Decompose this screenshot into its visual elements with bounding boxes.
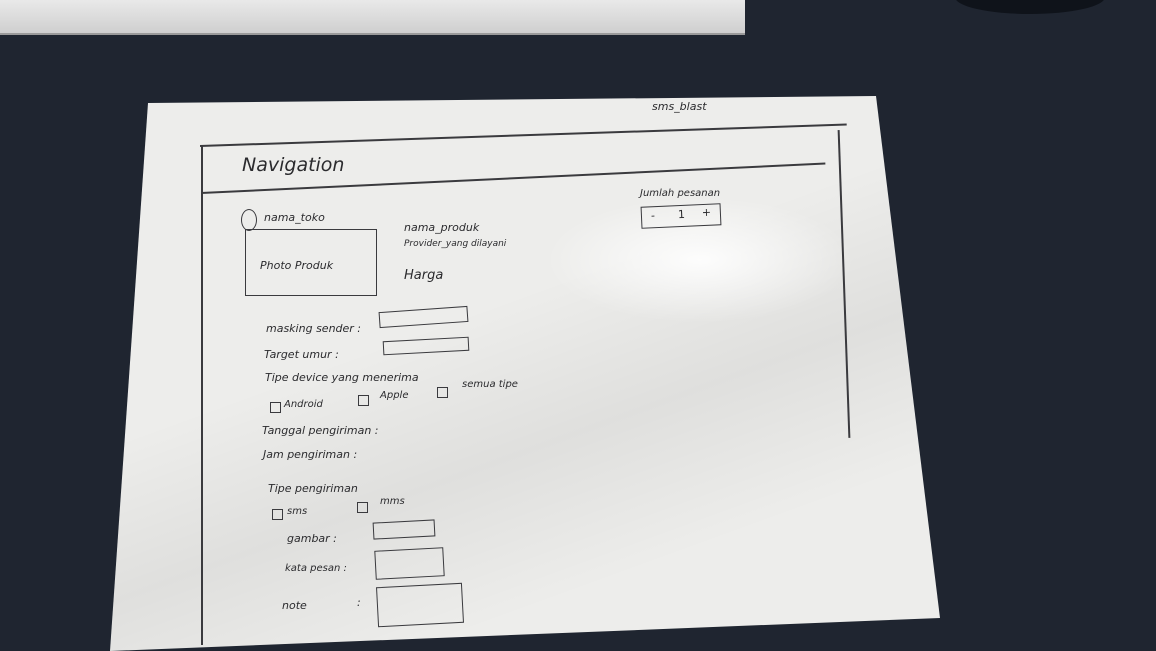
product-photo-label: Photo Produk <box>260 259 334 272</box>
target-umur-label: Target umur : <box>264 348 339 361</box>
store-avatar-icon <box>241 209 257 231</box>
apple-option-label: Apple <box>380 390 409 401</box>
android-checkbox[interactable] <box>270 402 281 413</box>
gambar-label: gambar : <box>287 532 337 545</box>
mms-option-label: mms <box>380 496 405 507</box>
note-colon: : <box>357 596 361 609</box>
device-type-label: Tipe device yang menerima <box>265 371 419 384</box>
quantity-value: 1 <box>677 207 686 222</box>
quantity-stepper[interactable]: - 1 + <box>640 203 722 229</box>
all-types-checkbox[interactable] <box>437 387 448 398</box>
sms-option-label: sms <box>287 506 308 517</box>
sms-checkbox[interactable] <box>272 509 283 520</box>
all-types-option-label: semua tipe <box>462 379 518 390</box>
product-provider: Provider_yang dilayani <box>404 239 507 249</box>
nav-title: Navigation <box>242 154 345 176</box>
decrement-button[interactable]: - <box>650 209 656 223</box>
kata-pesan-label: kata pesan : <box>285 563 347 574</box>
android-option-label: Android <box>284 399 323 410</box>
gambar-input[interactable] <box>372 519 436 540</box>
product-name: nama_produk <box>404 221 480 234</box>
tanggal-pengiriman-label: Tanggal pengiriman : <box>262 424 379 437</box>
kata-pesan-input[interactable] <box>374 547 445 580</box>
product-price: Harga <box>404 268 444 283</box>
apple-checkbox[interactable] <box>358 395 369 406</box>
order-quantity-label: Jumlah pesanan <box>640 188 721 199</box>
note-label: note <box>282 599 307 612</box>
mms-checkbox[interactable] <box>357 502 368 513</box>
note-input[interactable] <box>376 582 464 628</box>
product-photo <box>245 229 377 296</box>
increment-button[interactable]: + <box>701 205 712 220</box>
mouse-object <box>955 0 1105 14</box>
store-name: nama_toko <box>264 211 325 224</box>
masking-sender-label: masking sender : <box>266 322 362 335</box>
monitor-edge <box>0 0 745 35</box>
window-left-border <box>201 145 203 645</box>
app-title: sms_blast <box>652 100 707 113</box>
jam-pengiriman-label: Jam pengiriman : <box>263 448 358 461</box>
tipe-pengiriman-label: Tipe pengiriman <box>268 482 358 495</box>
